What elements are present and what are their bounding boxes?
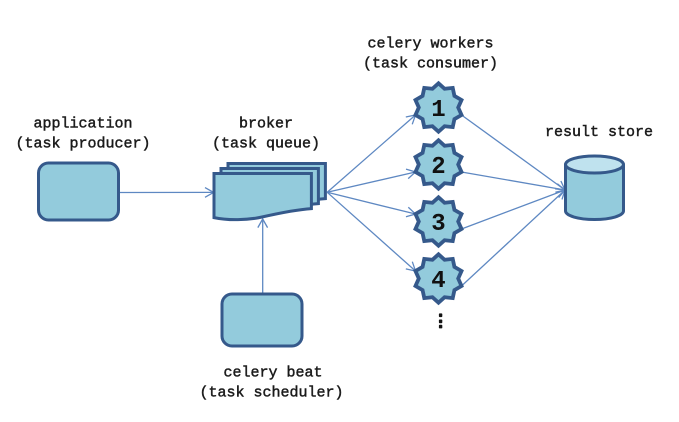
svg-text:celery workers: celery workers [367, 36, 493, 53]
svg-text:celery beat: celery beat [223, 365, 322, 382]
svg-text:(task consumer): (task consumer) [363, 56, 498, 73]
svg-text:3: 3 [431, 211, 445, 238]
svg-text:broker: broker [239, 116, 293, 133]
svg-text:(task scheduler): (task scheduler) [199, 384, 343, 401]
svg-text:2: 2 [431, 154, 445, 181]
svg-text:(task producer): (task producer) [15, 136, 150, 153]
svg-text:result store: result store [545, 124, 653, 141]
svg-text:(task queue): (task queue) [212, 136, 320, 153]
svg-text:4: 4 [431, 268, 445, 295]
svg-text:application: application [33, 116, 132, 133]
svg-text:1: 1 [431, 97, 445, 124]
